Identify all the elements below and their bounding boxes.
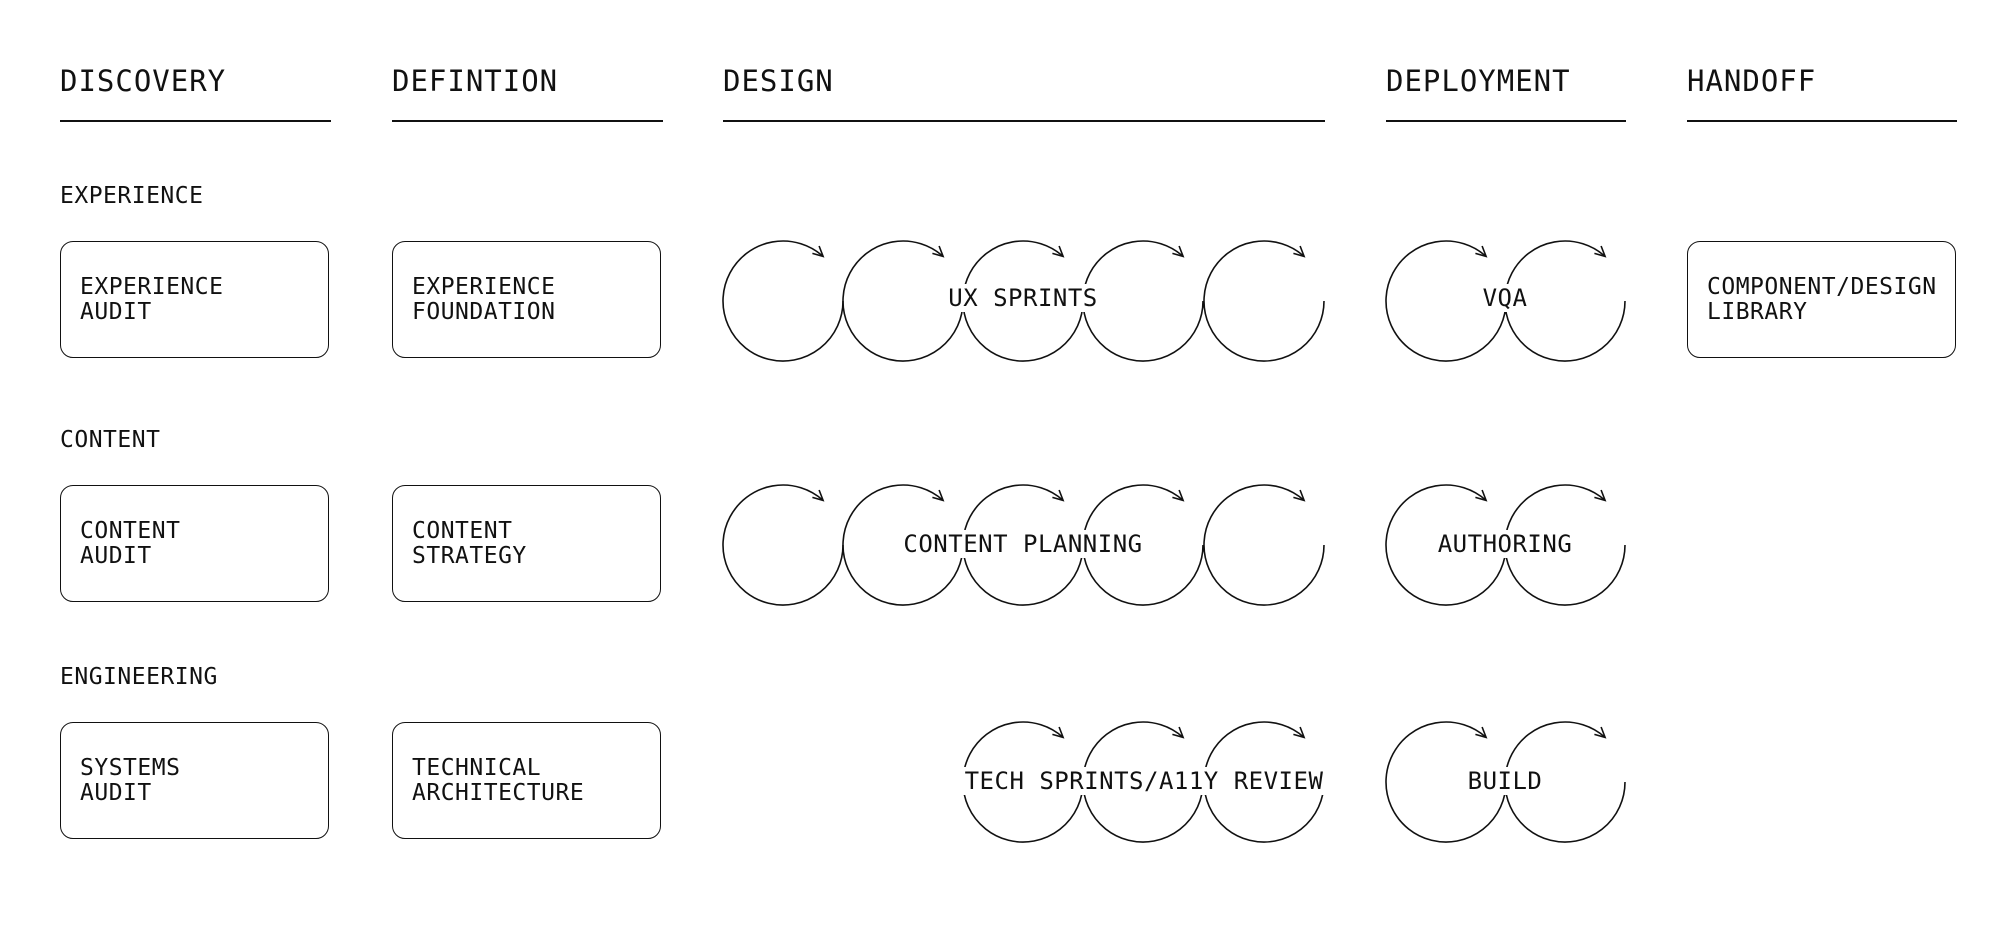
row-label-experience: EXPERIENCE [60,183,204,209]
loop-ux-sprints-arrowhead-1 [812,245,825,258]
loop-content-planning-circle-1 [722,484,844,606]
box-line: FOUNDATION [412,298,556,325]
loop-ux-sprints-circle-5 [1203,240,1325,362]
loop-content-planning-arrowhead-3 [1052,489,1065,502]
box-content-strategy: CONTENT STRATEGY [392,485,661,602]
loop-ux-sprints-arrowhead-2 [932,245,945,258]
box-experience-audit: EXPERIENCE AUDIT [60,241,329,358]
box-line: AUDIT [80,779,152,806]
loop-tech-sprints-arrowhead-3 [1293,726,1306,739]
loop-content-planning-arrowhead-1 [812,489,825,502]
loop-content-planning-circle-2 [842,484,964,606]
row-label-engineering: ENGINEERING [60,664,218,690]
phase-title-definition: DEFINTION [392,64,559,98]
box-line: LIBRARY [1707,298,1808,325]
box-line: SYSTEMS [80,754,181,781]
loop-vqa-arrowhead-2 [1594,245,1607,258]
loop-label-authoring: AUTHORING [1433,530,1577,558]
loop-authoring-circle-2 [1504,484,1626,606]
loop-vqa-circle-2 [1504,240,1626,362]
phase-rule-design [723,120,1325,122]
loop-tech-sprints-circle-3 [1203,721,1325,843]
loop-content-planning-arrowhead-4 [1172,489,1185,502]
loop-ux-sprints-arrowhead-3 [1052,245,1065,258]
phase-title-design: DESIGN [723,64,834,98]
loop-authoring-circle-1 [1385,484,1507,606]
loop-tech-sprints-circle-1 [962,721,1084,843]
phase-rule-discovery [60,120,331,122]
loop-label-build: BUILD [1463,767,1547,795]
box-technical-architecture: TECHNICAL ARCHITECTURE [392,722,661,839]
loop-ux-sprints-circle-1 [722,240,844,362]
loop-content-planning-arrowhead-5 [1293,489,1306,502]
loop-label-ux-sprints: UX SPRINTS [944,284,1102,312]
loop-label-content-planning: CONTENT PLANNING [899,530,1147,558]
phase-rule-definition [392,120,663,122]
box-line: AUDIT [80,542,152,569]
box-line: AUDIT [80,298,152,325]
loop-build-circle-1 [1385,721,1507,843]
loop-build-arrowhead-2 [1594,726,1607,739]
loop-build-circle-2 [1504,721,1626,843]
loop-content-planning-circle-5 [1203,484,1325,606]
loop-content-planning-circle-4 [1082,484,1204,606]
loop-tech-sprints-arrowhead-2 [1172,726,1185,739]
box-line: COMPONENT/DESIGN [1707,273,1937,300]
phase-title-handoff: HANDOFF [1687,64,1817,98]
box-line: ARCHITECTURE [412,779,585,806]
loop-authoring-arrowhead-1 [1475,489,1488,502]
box-line: EXPERIENCE [80,273,224,300]
box-experience-foundation: EXPERIENCE FOUNDATION [392,241,661,358]
loop-build-arrowhead-1 [1475,726,1488,739]
box-component-library: COMPONENT/DESIGN LIBRARY [1687,241,1956,358]
loop-ux-sprints-circle-3 [962,240,1084,362]
phase-rule-deployment [1386,120,1626,122]
box-line: CONTENT [80,517,181,544]
box-content-audit: CONTENT AUDIT [60,485,329,602]
phase-rule-handoff [1687,120,1957,122]
loop-ux-sprints-circle-4 [1082,240,1204,362]
row-label-content: CONTENT [60,427,161,453]
box-line: TECHNICAL [412,754,542,781]
box-line: CONTENT [412,517,513,544]
loop-vqa-arrowhead-1 [1475,245,1488,258]
phase-title-deployment: DEPLOYMENT [1386,64,1571,98]
loop-label-vqa: VQA [1478,284,1532,312]
box-line: EXPERIENCE [412,273,556,300]
loop-authoring-arrowhead-2 [1594,489,1607,502]
loop-vqa-circle-1 [1385,240,1507,362]
box-line: STRATEGY [412,542,527,569]
loop-label-tech-sprints: TECH SPRINTS/A11Y REVIEW [960,767,1328,795]
loop-tech-sprints-arrowhead-1 [1052,726,1065,739]
loop-content-planning-arrowhead-2 [932,489,945,502]
loop-content-planning-circle-3 [962,484,1084,606]
box-systems-audit: SYSTEMS AUDIT [60,722,329,839]
loop-ux-sprints-arrowhead-5 [1293,245,1306,258]
loop-ux-sprints-arrowhead-4 [1172,245,1185,258]
phase-title-discovery: DISCOVERY [60,64,227,98]
loop-tech-sprints-circle-2 [1082,721,1204,843]
loop-ux-sprints-circle-2 [842,240,964,362]
